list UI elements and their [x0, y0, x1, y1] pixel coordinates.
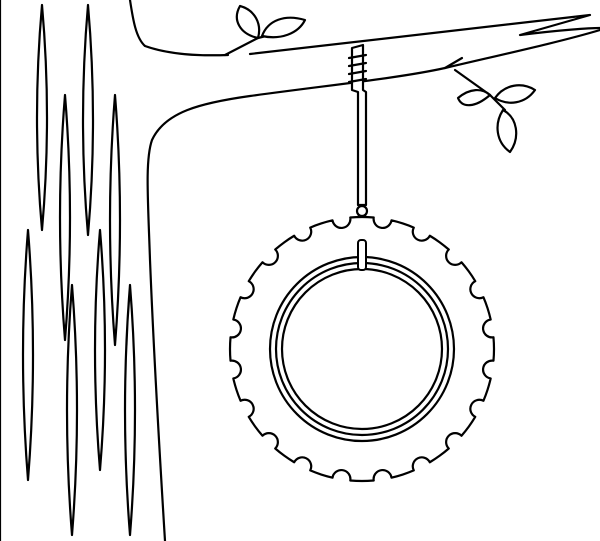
- tire: [228, 215, 496, 483]
- leaf-icon: [456, 89, 492, 107]
- bark-mark: [123, 283, 137, 537]
- bark-mark: [35, 3, 49, 232]
- leaf-icon: [496, 108, 518, 154]
- bark-mark: [93, 228, 107, 472]
- leaf-icon: [260, 16, 307, 39]
- bark-mark: [81, 3, 95, 237]
- twig-top: [223, 4, 307, 57]
- bark-mark: [65, 283, 79, 537]
- leaf-icon: [493, 84, 537, 104]
- bark-mark: [21, 228, 35, 482]
- bark-lines: [21, 3, 137, 537]
- bark-mark: [108, 93, 122, 347]
- twig-right: [443, 56, 537, 154]
- bark-mark: [58, 93, 72, 342]
- leaf-icon: [235, 4, 261, 40]
